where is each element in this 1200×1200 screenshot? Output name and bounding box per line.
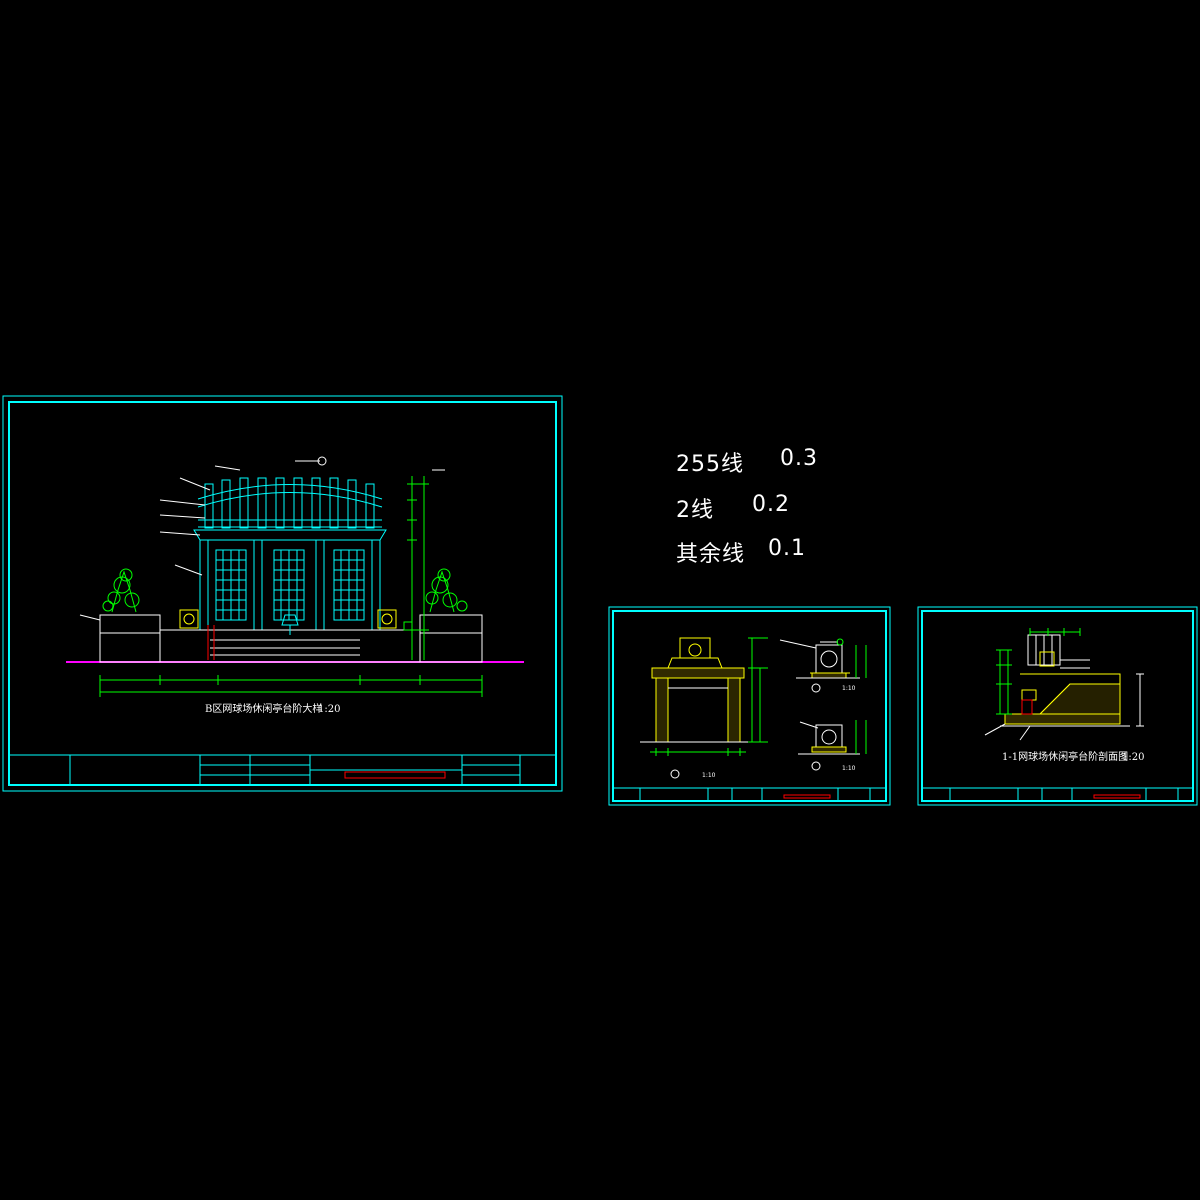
pergola-columns [199,539,381,631]
accent-marks [207,625,215,660]
detail-2-scale: 1:10 [842,685,856,692]
pergola-rafters [193,477,387,541]
sheet-main-title: B区网球场休闲亭台阶大样 [205,702,322,715]
lattice-screens [215,549,365,621]
sheet-main-outer-frame [2,395,563,792]
sheet-section-scale: 1:20 [1122,752,1144,763]
detail-lamp-upper [779,638,867,693]
sheet-main-inner-frame [8,401,557,786]
detail-3-scale: 1:10 [842,765,856,772]
legend-row-3-name: 其余线 [676,542,746,567]
sheet-section: 1-1网球场休闲亭台阶剖面图 1:20 [917,606,1198,806]
planters-and-steps [99,609,483,663]
legend-row-2-value: 0.2 [752,492,790,517]
leader-lines [79,456,445,621]
detail-lamp-lower [798,720,867,771]
foliage [102,568,468,613]
detail-1-scale: 1:10 [702,772,716,779]
section-drawing [984,628,1144,741]
sheet-section-outer-frame [917,606,1198,806]
sheet-detail-outer-frame [608,606,891,806]
sheet-detail: 1:10 1:10 1:10 [608,606,891,806]
sheet-section-title: 1-1网球场休闲亭台阶剖面图 [1002,750,1128,763]
sheet-main-title-block [8,754,557,786]
detail-pier [640,637,768,779]
legend-row-2-name: 2线 [676,498,714,523]
legend-row-1-value: 0.3 [780,446,818,471]
legend-row-1-name: 255线 [676,452,744,477]
sheet-section-title-block [921,787,1194,802]
sheet-main: B区网球场休闲亭台阶大样 1:20 [2,395,563,792]
legend-row-3-value: 0.1 [768,536,806,561]
sheet-detail-inner-frame [612,610,887,802]
dimension-lines [99,476,483,697]
sheet-main-scale: 1:20 [318,704,340,715]
sheet-detail-title-block [612,787,887,802]
